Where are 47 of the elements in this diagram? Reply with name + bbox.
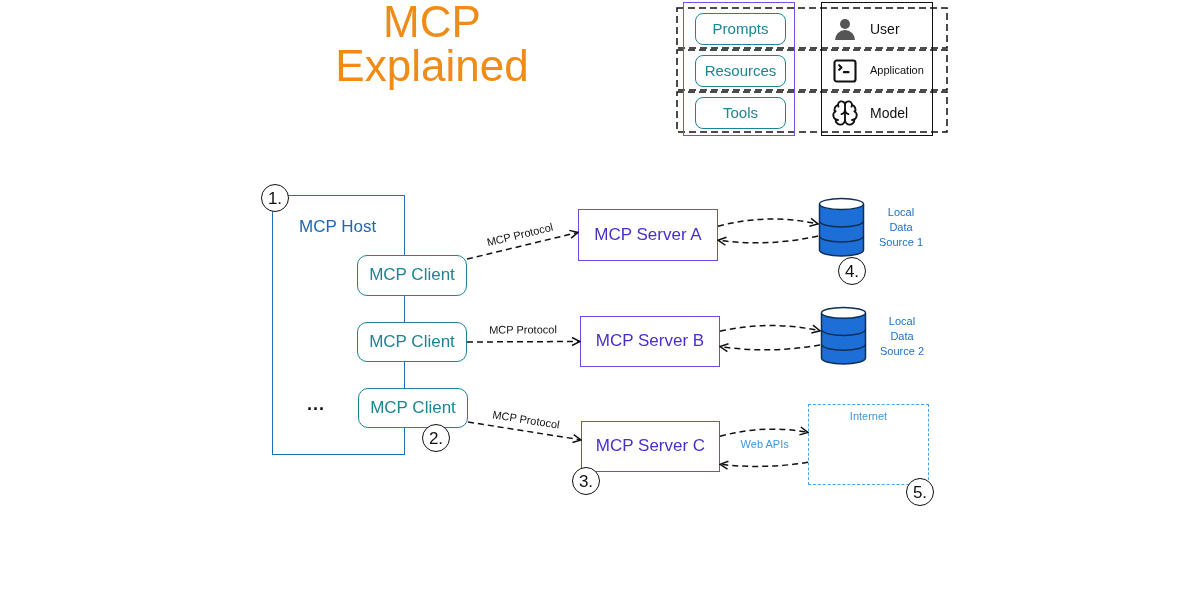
edge-label: MCP Protocol bbox=[487, 323, 560, 337]
database-cylinder bbox=[820, 306, 867, 365]
dashed-arrow bbox=[717, 217, 819, 228]
node-label: MCP Client bbox=[369, 265, 455, 286]
callout-number: 3. bbox=[572, 467, 600, 495]
server-box bbox=[580, 316, 720, 367]
group-heading: Internet bbox=[849, 410, 888, 423]
primitives-column bbox=[683, 2, 795, 136]
callout-number: 4. bbox=[838, 257, 866, 285]
dashed-arrow bbox=[467, 421, 582, 444]
primitive-box bbox=[695, 55, 786, 87]
edge-label: Web APIs bbox=[738, 437, 791, 451]
title: MCP Explained bbox=[334, 0, 530, 88]
server-box bbox=[581, 421, 720, 472]
dashed-arrow bbox=[719, 342, 821, 353]
node-label: MCP Server A bbox=[594, 224, 702, 246]
node-label: MCP Client bbox=[370, 397, 456, 419]
client-box bbox=[357, 322, 467, 362]
server-box bbox=[578, 209, 718, 261]
dashed-arrow bbox=[719, 460, 809, 470]
roles-column bbox=[821, 2, 933, 136]
primitive-label: Resources bbox=[704, 62, 777, 80]
host-heading: MCP Host bbox=[299, 217, 377, 238]
node-label: MCP Server C bbox=[595, 436, 706, 457]
dashed-arrow bbox=[466, 336, 581, 347]
primitive-box bbox=[695, 13, 786, 45]
role-label: Application bbox=[870, 64, 924, 78]
primitive-box bbox=[695, 97, 786, 129]
dashed-arrow bbox=[719, 324, 821, 334]
dashed-arrow bbox=[466, 229, 579, 260]
dashed-arrow bbox=[717, 235, 819, 246]
data-source-caption: Local Data Source 1 bbox=[878, 205, 924, 250]
data-source-caption: Local Data Source 2 bbox=[879, 314, 925, 359]
role-label: User bbox=[870, 20, 900, 38]
ellipsis-text: ... bbox=[307, 394, 325, 416]
client-box bbox=[358, 388, 468, 428]
role-label: Model bbox=[870, 104, 909, 122]
client-box bbox=[357, 255, 467, 296]
node-label: MCP Client bbox=[369, 331, 455, 353]
database-cylinder bbox=[818, 197, 865, 257]
callout-number: 1. bbox=[261, 184, 289, 212]
primitive-label: Tools bbox=[723, 104, 758, 122]
callout-number: 5. bbox=[906, 478, 934, 506]
primitive-label: Prompts bbox=[712, 20, 769, 38]
node-label: MCP Server B bbox=[595, 331, 705, 352]
callout-number: 2. bbox=[422, 424, 450, 452]
dashed-arrow bbox=[719, 426, 809, 438]
